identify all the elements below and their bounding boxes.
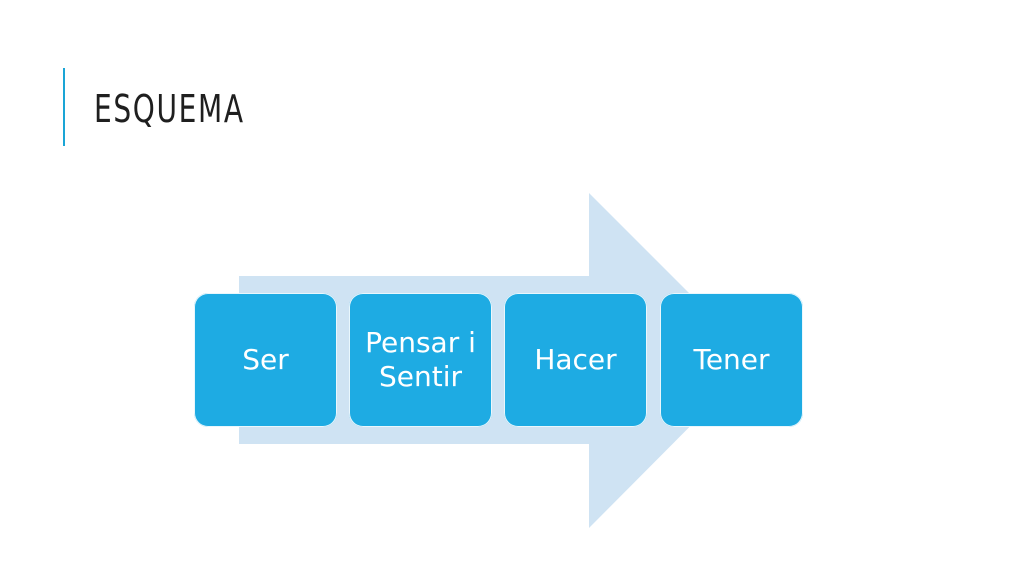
step-box-hacer: Hacer [504,293,647,427]
arrow-shape [239,193,756,528]
title-accent-bar [63,68,65,146]
step-box-ser: Ser [194,293,337,427]
step-label: Hacer [534,343,617,376]
step-label: Tener [693,343,770,376]
step-label: Pensar i Sentir [365,326,476,393]
slide-title: ESQUEMA [94,87,245,131]
step-box-tener: Tener [660,293,803,427]
step-box-pensar-i-sentir: Pensar i Sentir [349,293,492,427]
step-label: Ser [242,343,289,376]
